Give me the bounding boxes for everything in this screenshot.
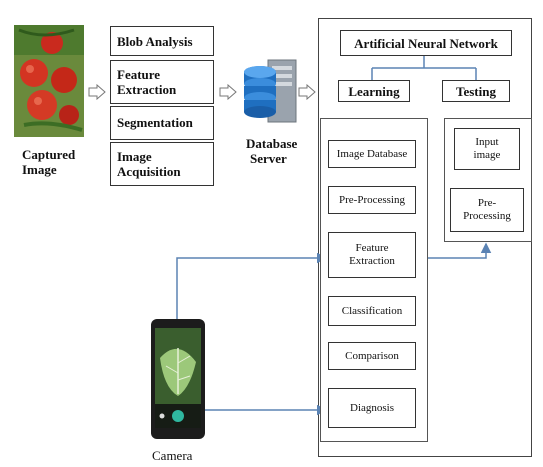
- ann-title: Artificial Neural Network: [354, 35, 498, 51]
- camera-label-text: Camera: [152, 448, 193, 463]
- feature-extraction-box: Feature Extraction: [110, 60, 214, 104]
- classification-label: Classification: [341, 304, 403, 317]
- database-server-label: Database Server: [246, 136, 316, 166]
- captured-image-label: Captured Image: [22, 147, 82, 177]
- feature-extraction-ann-line2: Extraction: [349, 255, 395, 267]
- comparison-label: Comparison: [345, 349, 399, 362]
- image-acquisition-box: Image Acquisition: [110, 142, 214, 186]
- process-steps-group: Blob Analysis Feature Extraction Segment…: [110, 26, 214, 186]
- classification-box: Classification: [328, 296, 416, 326]
- testing-box: Testing: [442, 80, 510, 102]
- blob-analysis-box: Blob Analysis: [110, 26, 214, 56]
- input-image-line1: Input: [475, 136, 499, 148]
- input-image-line2: image: [473, 149, 501, 161]
- comparison-box: Comparison: [328, 342, 416, 370]
- feature-extraction-line1: Feature: [117, 67, 161, 82]
- blob-analysis-label: Blob Analysis: [117, 34, 193, 49]
- database-server-icon: [242, 56, 298, 124]
- ann-title-box: Artificial Neural Network: [340, 30, 512, 56]
- testing-label: Testing: [456, 83, 496, 99]
- database-server-line2: Server: [250, 151, 287, 166]
- image-database-label: Image Database: [336, 147, 408, 160]
- flow-arrow-3: [298, 83, 316, 105]
- diagnosis-box: Diagnosis: [328, 388, 416, 428]
- testing-pre-processing-box: Pre- Processing: [450, 188, 524, 232]
- learning-label: Learning: [348, 83, 400, 99]
- pre-processing-box: Pre-Processing: [328, 186, 416, 214]
- captured-image: [14, 25, 84, 137]
- input-image-box: Input image: [454, 128, 520, 170]
- image-acquisition-line1: Image: [117, 149, 152, 164]
- testing-pre-processing-line1: Pre-: [477, 197, 497, 209]
- feature-extraction-ann-box: Feature Extraction: [328, 232, 416, 278]
- segmentation-label: Segmentation: [117, 115, 193, 130]
- flow-arrow-2: [219, 83, 237, 105]
- image-database-box: Image Database: [328, 140, 416, 168]
- camera-phone: [150, 318, 206, 440]
- feature-extraction-ann-line1: Feature: [355, 242, 389, 254]
- feature-extraction-line2: Extraction: [117, 82, 177, 97]
- flow-arrow-1: [88, 83, 106, 105]
- image-acquisition-line2: Acquisition: [117, 164, 181, 179]
- captured-image-label-line1: Captured: [22, 147, 76, 162]
- testing-pre-processing-line2: Processing: [463, 210, 511, 222]
- captured-image-label-line2: Image: [22, 162, 57, 177]
- camera-label: Camera: [152, 448, 212, 463]
- segmentation-box: Segmentation: [110, 106, 214, 140]
- pre-processing-label: Pre-Processing: [339, 193, 405, 206]
- database-server-line1: Database: [246, 136, 298, 151]
- learning-box: Learning: [338, 80, 410, 102]
- diagnosis-label: Diagnosis: [350, 401, 394, 414]
